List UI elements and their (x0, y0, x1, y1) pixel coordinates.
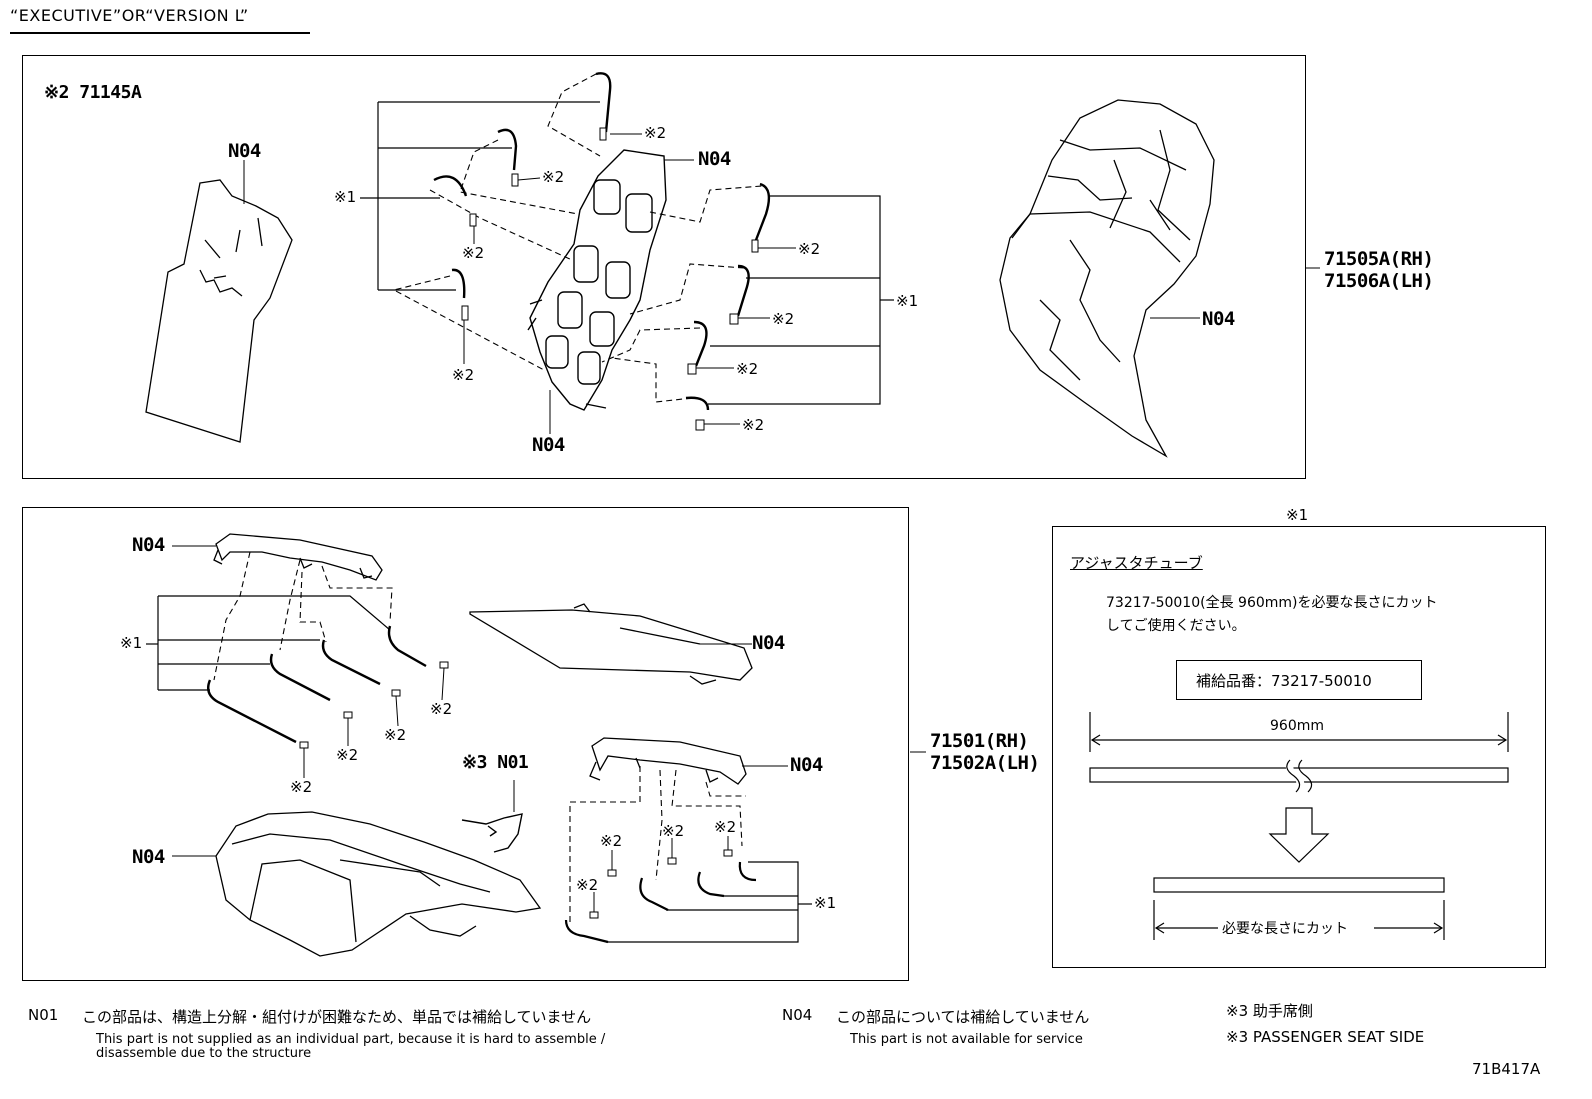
mark2-upper-1: ※2 (644, 124, 667, 142)
mark2-upper-5: ※2 (798, 240, 821, 258)
mark2-lower-7: ※2 (714, 818, 737, 836)
mark2-lower-4: ※2 (430, 700, 453, 718)
seat-cushion-cover (215, 811, 542, 957)
adjuster-bracket-lower-right (606, 861, 812, 943)
mark2-upper-7: ※2 (736, 360, 759, 378)
seatback-cover (999, 99, 1215, 458)
cushion-frame-rear (589, 737, 747, 785)
lower-cushion-panel (22, 507, 909, 981)
footnote-n01-jp: この部品は、構造上分解・組付けが困難なため、単品では補給していません (82, 1008, 592, 1026)
upper-backrest-panel (22, 55, 1306, 479)
mark2-lower-2: ※2 (336, 746, 359, 764)
note-line-2: してご使用ください。 (1106, 618, 1246, 634)
mark2-upper-4: ※2 (452, 366, 475, 384)
mark1-upper-right: ※1 (896, 292, 919, 310)
backboard-sheet (145, 179, 293, 443)
mark1-lower-right: ※1 (814, 894, 837, 912)
n04-label-frame-top: N04 (698, 148, 731, 170)
dashed-leaders-lower (213, 551, 393, 681)
adjuster-tubes-upper (433, 72, 771, 411)
page-title: “EXECUTIVE”OR“VERSION L” (10, 6, 249, 25)
footnote-n04-code: N04 (782, 1006, 813, 1024)
adjuster-tubes-lower-left (207, 625, 427, 744)
n04-label-cover: N04 (1202, 308, 1235, 330)
part-number-71505a-rh: 71505A(RH) (1324, 248, 1434, 270)
footnote-n04-jp: この部品については補給していません (836, 1008, 1090, 1026)
mark2-leaders-lower-right (593, 836, 729, 912)
cut-to-length-label: 必要な長さにカット (1222, 921, 1348, 937)
mark2-leaders-lower-left (303, 667, 445, 778)
note-heading: アジャスタチューブ (1070, 554, 1203, 572)
part-number-71501-rh: 71501(RH) (930, 730, 1029, 752)
ref-71145a: ※2 71145A (44, 82, 142, 103)
n04-label-cushion-front: N04 (132, 534, 165, 556)
supply-number-label: 補給品番：73217-50010 (1196, 672, 1372, 690)
footnote-n01-en-2: disassemble due to the structure (96, 1046, 312, 1061)
drawing-id: 71B417A (1472, 1060, 1541, 1078)
mark2-lower-6: ※2 (662, 822, 685, 840)
adjuster-bracket-lower-left (146, 595, 391, 691)
length-960mm-label: 960mm (1270, 718, 1324, 734)
title-underline (10, 32, 310, 34)
footnote-n03-en: ※3 PASSENGER SEAT SIDE (1226, 1028, 1425, 1046)
footnote-n04-en: This part is not available for service (850, 1032, 1083, 1047)
footnote-n01-code: N01 (28, 1006, 59, 1024)
mark2-lower-1: ※2 (290, 778, 313, 796)
mark2-lower-5: ※2 (600, 832, 623, 850)
mark2-leaders-upper (463, 133, 796, 425)
caps-upper (461, 127, 759, 431)
mark2-upper-6: ※2 (772, 310, 795, 328)
mark2-lower-3: ※2 (384, 726, 407, 744)
adjuster-tubes-lower-right (564, 861, 757, 944)
footnote-n03-jp: ※3 助手席側 (1226, 1002, 1313, 1020)
note-box-marker: ※1 (1286, 506, 1309, 524)
cushion-frame-front (213, 533, 383, 581)
mark2-lower-8: ※2 (576, 876, 599, 894)
note-line-1: 73217-50010(全長 960mm)を必要な長さにカット (1106, 595, 1438, 611)
seatback-frame (527, 149, 667, 411)
adjuster-bracket-left (360, 101, 600, 291)
n04-label-pad: N04 (752, 632, 785, 654)
mark1-lower-left: ※1 (120, 634, 143, 652)
supply-number-box (1176, 660, 1422, 700)
part-number-71506a-lh: 71506A(LH) (1324, 270, 1434, 292)
mark2-upper-3: ※2 (462, 244, 485, 262)
n04-label-frame-bottom: N04 (532, 434, 565, 456)
part-number-71502a-lh: 71502A(LH) (930, 752, 1040, 774)
footnote-n01-en-1: This part is not supplied as an individu… (96, 1032, 606, 1047)
n04-label-rear: N04 (790, 754, 823, 776)
mark2-upper-8: ※2 (742, 416, 765, 434)
n04-label-cover-lower: N04 (132, 846, 165, 868)
mark2-upper-2: ※2 (542, 168, 565, 186)
n04-label-backboard: N04 (228, 140, 261, 162)
adjuster-bracket-right (708, 195, 894, 405)
n01-label: ※3 N01 (462, 752, 529, 773)
dashed-leaders (392, 73, 763, 403)
n01-clip (461, 813, 523, 853)
mark1-upper-left: ※1 (334, 188, 357, 206)
cushion-pad (469, 603, 753, 685)
dashed-leaders-rear (569, 766, 746, 924)
adjuster-tube-note-box (1052, 526, 1546, 968)
